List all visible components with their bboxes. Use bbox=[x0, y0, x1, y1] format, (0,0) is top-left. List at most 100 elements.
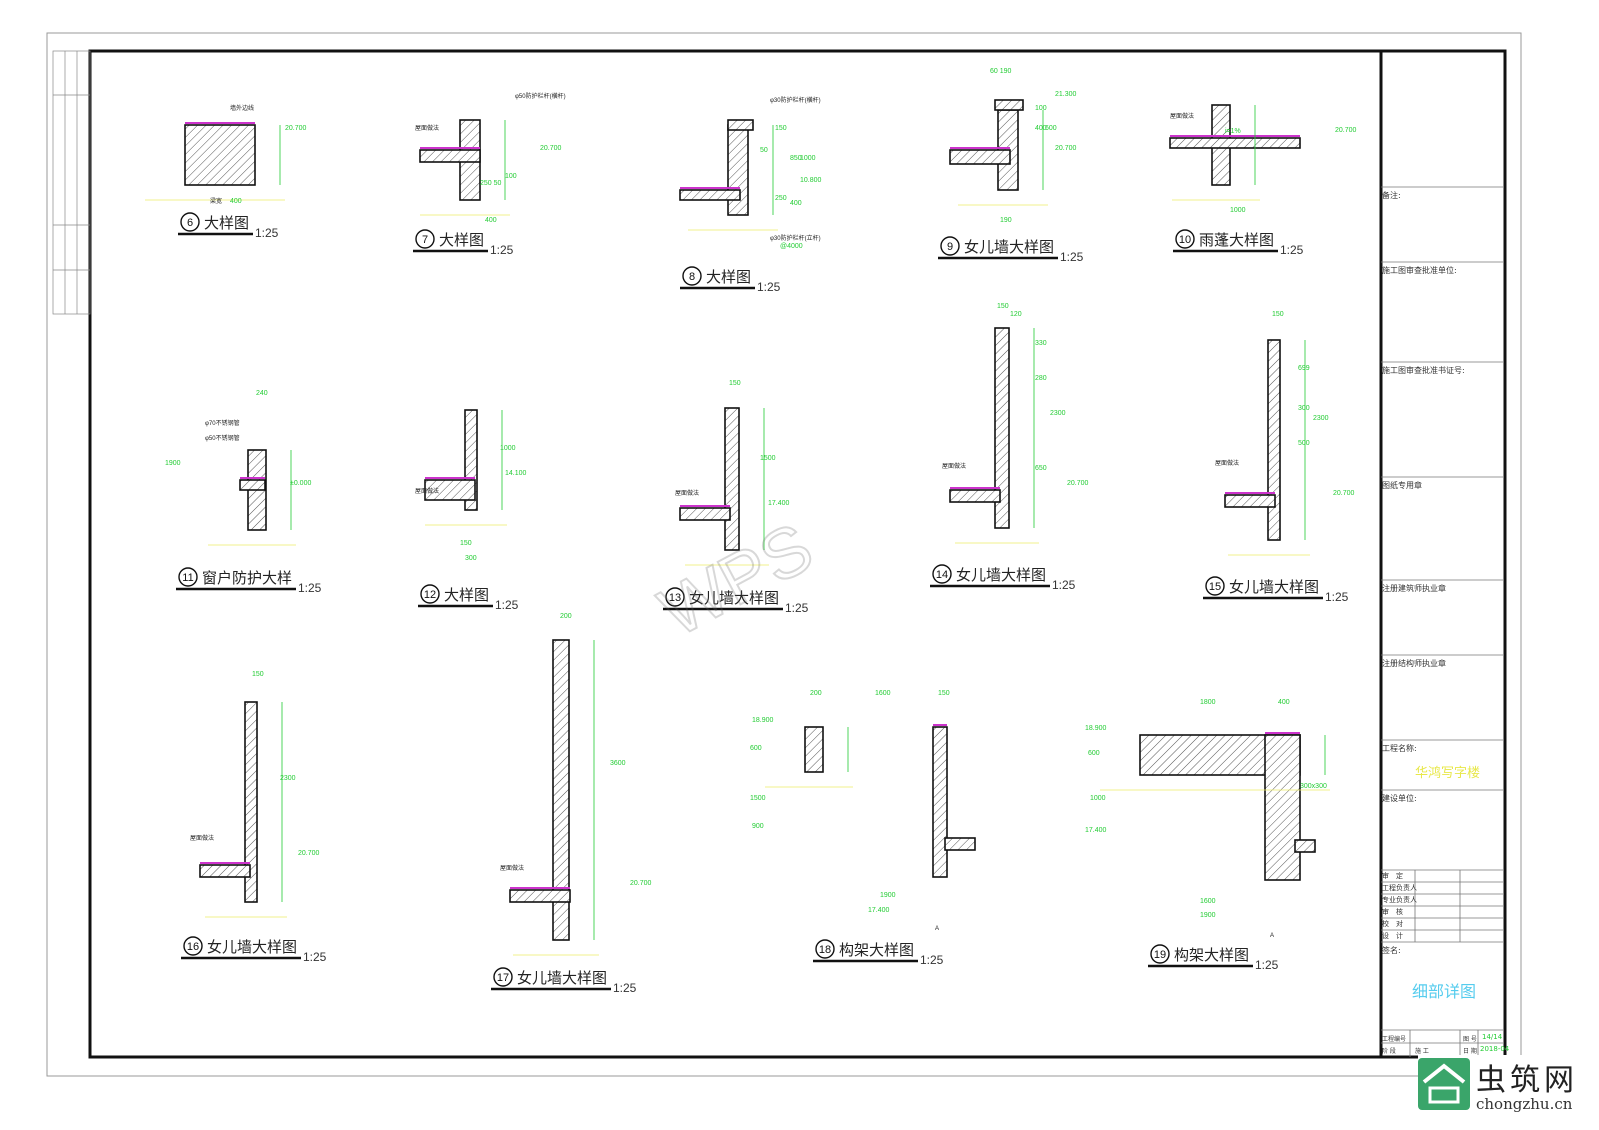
detail-number-circle bbox=[415, 229, 435, 249]
dimension-text: 150 bbox=[460, 540, 472, 547]
dimension-text: 屋面做法 bbox=[500, 864, 524, 872]
wall-section bbox=[424, 479, 476, 501]
role-label: 校 对 bbox=[1382, 920, 1403, 928]
detail-scale: 1:25 bbox=[785, 601, 809, 615]
dimension-text: φ50不锈钢管 bbox=[205, 434, 240, 442]
wall-section bbox=[509, 889, 571, 903]
drawing-no: 14/14 bbox=[1482, 1033, 1503, 1041]
role-label: 工程负责人 bbox=[1382, 884, 1417, 892]
detail-number: 9 bbox=[947, 241, 953, 253]
structural-stamp-label: 注册结构师执业章 bbox=[1382, 659, 1446, 668]
dimension-text: 20.700 bbox=[540, 145, 562, 152]
project-name: 华鸿写字楼 bbox=[1415, 766, 1481, 781]
dimension-text: 梁宽 bbox=[210, 197, 222, 205]
dimension-text: 300x300 bbox=[1300, 783, 1327, 790]
project-no-label: 工程编号 bbox=[1382, 1036, 1407, 1043]
dimension-text: 190 bbox=[1000, 217, 1012, 224]
client-label: 建设单位: bbox=[1382, 794, 1417, 803]
dimension-text: 20.700 bbox=[1067, 480, 1089, 487]
inner-border bbox=[88, 49, 1507, 1059]
dimension-text: 400 bbox=[1278, 699, 1290, 706]
wall-section bbox=[199, 864, 251, 878]
detail-number-circle bbox=[1150, 944, 1170, 964]
wall-section bbox=[994, 327, 1010, 529]
dimension-text: 1000 bbox=[800, 155, 816, 162]
dimension-text: 1600 bbox=[875, 690, 891, 697]
detail-number-circle bbox=[493, 967, 513, 987]
detail-title: 大样图 bbox=[706, 268, 751, 286]
dimension-text: 3600 bbox=[610, 760, 626, 767]
detail-title: 女儿墙大样图 bbox=[689, 589, 779, 607]
role-label: 审 核 bbox=[1382, 908, 1403, 916]
detail-number-circle bbox=[180, 212, 200, 232]
dimension-text: 300 bbox=[1298, 405, 1310, 412]
dimension-text: 400 bbox=[1035, 125, 1047, 132]
dimension-text: 400 bbox=[485, 217, 497, 224]
wall-section bbox=[949, 489, 1001, 503]
wall-section bbox=[804, 726, 824, 773]
detail-scale: 1:25 bbox=[255, 226, 279, 240]
wall-section bbox=[552, 639, 570, 941]
detail-number-circle bbox=[940, 236, 960, 256]
detail-8: 150850100025040010.80050φ30防护栏杆(横杆)φ30防护… bbox=[679, 96, 822, 294]
detail-number-circle bbox=[932, 564, 952, 584]
review-cert-label: 施工图审查批准书证号: bbox=[1382, 366, 1465, 375]
dimension-text: 2300 bbox=[1313, 415, 1329, 422]
wall-section bbox=[1224, 494, 1276, 508]
dimension-text: 150 bbox=[729, 380, 741, 387]
detail-scale: 1:25 bbox=[1255, 958, 1279, 972]
dimension-text: 200 bbox=[810, 690, 822, 697]
detail-number-circle bbox=[183, 936, 203, 956]
detail-title: 雨蓬大样图 bbox=[1199, 231, 1274, 249]
dimension-text: 20.700 bbox=[1335, 127, 1357, 134]
wall-section bbox=[239, 479, 266, 491]
sign-label: 签名: bbox=[1382, 946, 1401, 955]
detail-title: 窗户防护大样 bbox=[202, 569, 292, 587]
remarks-label: 备注: bbox=[1382, 191, 1401, 200]
detail-number-circle bbox=[1175, 229, 1195, 249]
dimension-text: 240 bbox=[256, 390, 268, 397]
detail-title: 女儿墙大样图 bbox=[1229, 578, 1319, 596]
chongzhu-logo[interactable]: 虫筑网 chongzhu.cn bbox=[1418, 1055, 1599, 1130]
dimension-text: 850 bbox=[790, 155, 802, 162]
dimension-text: 屋面做法 bbox=[415, 487, 439, 495]
dimension-text: 1500 bbox=[760, 455, 776, 462]
drawing-title: 细部详图 bbox=[1412, 982, 1477, 1001]
dimension-text: 屋面做法 bbox=[675, 489, 699, 497]
detail-title: 女儿墙大样图 bbox=[207, 938, 297, 956]
detail-number: 12 bbox=[424, 589, 436, 601]
detail-title: 女儿墙大样图 bbox=[517, 969, 607, 987]
left-binding-strip bbox=[52, 50, 91, 315]
dimension-text: 17.400 bbox=[768, 500, 790, 507]
dimension-text: 17.400 bbox=[1085, 827, 1107, 834]
dimension-text: φ30防护栏杆(立杆) bbox=[770, 234, 821, 242]
dimension-text: 50 bbox=[760, 147, 768, 154]
detail-number-circle bbox=[420, 584, 440, 604]
detail-title: 构架大样图 bbox=[839, 941, 914, 959]
detail-number: 10 bbox=[1179, 234, 1191, 246]
detail-title: 构架大样图 bbox=[1174, 946, 1249, 964]
dimension-text: 20.700 bbox=[1333, 490, 1355, 497]
wall-section bbox=[944, 837, 976, 851]
dimension-text: 1800 bbox=[1200, 699, 1216, 706]
dimension-text: 150 bbox=[1272, 311, 1284, 318]
detail-number: 6 bbox=[187, 217, 193, 229]
architect-stamp-label: 注册建筑师执业章 bbox=[1382, 584, 1446, 593]
detail-number-circle bbox=[815, 939, 835, 959]
stamp-label: 图纸专用章 bbox=[1382, 481, 1422, 490]
date-label: 日 期 bbox=[1463, 1048, 1477, 1055]
detail-number: 19 bbox=[1154, 949, 1166, 961]
wall-section bbox=[419, 149, 481, 163]
dimension-text: 250 bbox=[775, 195, 787, 202]
dimension-text: φ50防护栏杆(横杆) bbox=[515, 92, 566, 100]
review-unit-label: 施工图审查批准单位: bbox=[1382, 266, 1457, 275]
dimension-text: 2300 bbox=[280, 775, 296, 782]
logo-url: chongzhu.cn bbox=[1476, 1095, 1573, 1113]
wall-section bbox=[1294, 839, 1316, 853]
dimension-text: 200 bbox=[560, 613, 572, 620]
